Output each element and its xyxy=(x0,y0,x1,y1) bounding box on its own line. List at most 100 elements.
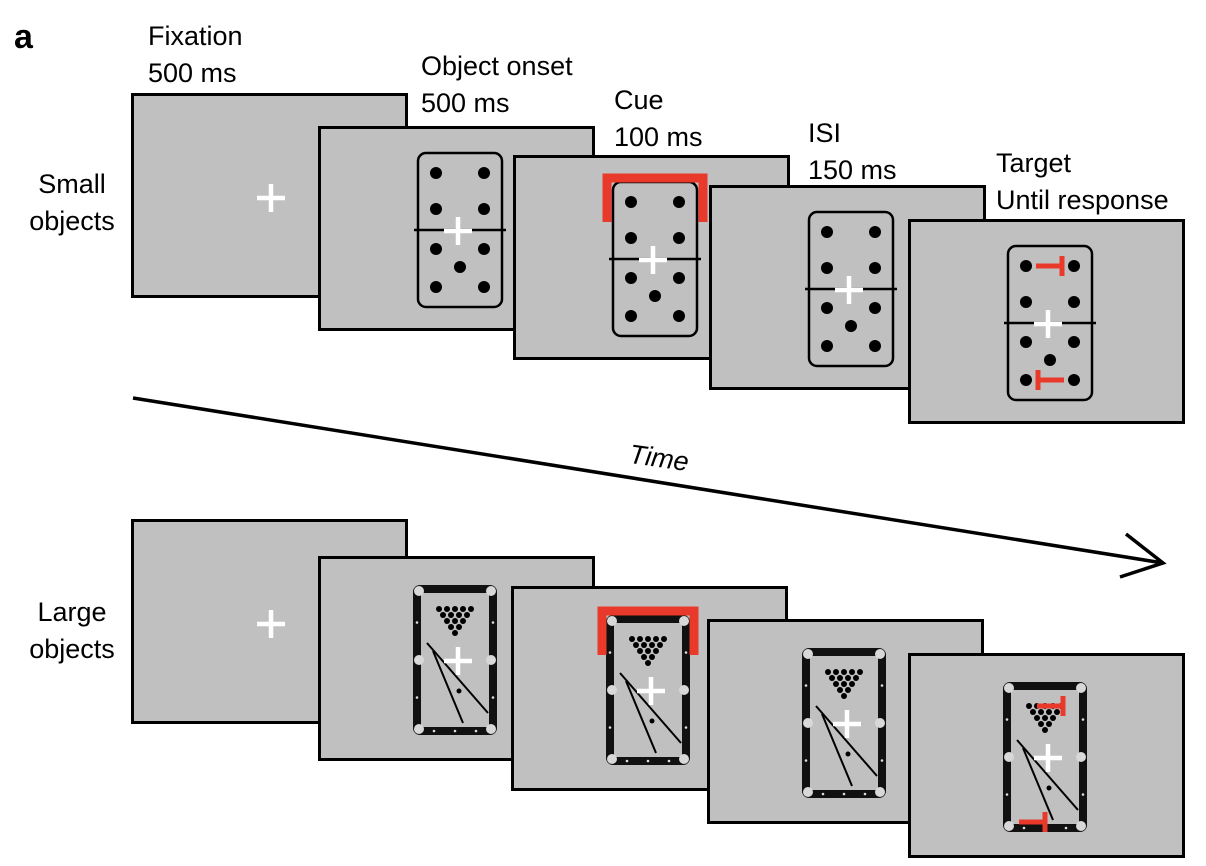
fixation-cross xyxy=(1034,310,1062,338)
pool-ball xyxy=(837,675,843,681)
stage-caption-fixation: Fixation 500 ms xyxy=(148,18,243,92)
pool-ball xyxy=(444,618,450,624)
domino-pip xyxy=(869,226,881,238)
domino-pip xyxy=(454,261,466,273)
rail-diamond xyxy=(684,726,688,729)
pool-ball xyxy=(444,606,450,612)
pool-ball xyxy=(825,669,831,675)
pool-pocket xyxy=(803,787,813,797)
stimulus xyxy=(802,648,886,798)
fixation-cross xyxy=(833,710,861,738)
pool-ball xyxy=(1046,709,1052,715)
pool-ball xyxy=(464,612,470,618)
domino-pip xyxy=(430,243,442,255)
pool-cue-stick xyxy=(821,713,853,787)
row-label-line: objects xyxy=(29,634,115,664)
pool-cue-stick xyxy=(426,642,489,714)
screen-content xyxy=(413,585,497,735)
pool-ball xyxy=(468,606,474,612)
fixation-cross xyxy=(444,217,472,245)
pool-ball xyxy=(645,648,651,654)
rail-diamond xyxy=(804,721,808,725)
rail-diamond xyxy=(880,759,884,762)
fixation-cross xyxy=(835,276,863,304)
pool-pocket xyxy=(1004,683,1014,693)
pool-ball xyxy=(633,642,639,648)
pool-pocket xyxy=(486,724,496,734)
screen-large-target xyxy=(908,653,1185,858)
pool-ball xyxy=(853,675,859,681)
stimulus xyxy=(602,173,708,338)
domino-pip xyxy=(625,196,637,208)
pool-ball xyxy=(849,681,855,687)
stimulus xyxy=(413,585,497,735)
domino-pip xyxy=(673,272,685,284)
screen-content xyxy=(257,184,285,212)
pool-ball xyxy=(460,606,466,612)
rail-diamond xyxy=(1081,793,1085,796)
pool-pocket xyxy=(1076,683,1086,693)
domino-pip xyxy=(625,272,637,284)
cue-bracket xyxy=(602,173,708,222)
stimulus xyxy=(1003,682,1087,832)
stimulus xyxy=(414,151,506,309)
pool-cue-stick xyxy=(1016,739,1079,811)
pool-ball xyxy=(440,612,446,618)
pool-pocket xyxy=(679,616,689,626)
rail-diamond xyxy=(491,621,495,624)
fixation-cross xyxy=(1034,744,1062,772)
screen-content xyxy=(414,151,506,309)
rail-diamond xyxy=(1064,826,1068,830)
domino-pip xyxy=(478,167,490,179)
domino-pip xyxy=(1068,296,1080,308)
pool-ball xyxy=(1046,785,1052,791)
pool-pocket xyxy=(486,655,496,665)
target-t xyxy=(1019,812,1048,832)
stage-caption-object-onset: Object onset 500 ms xyxy=(421,48,573,122)
stimulus xyxy=(1004,244,1096,402)
rail-diamond xyxy=(804,684,808,687)
pool-pocket xyxy=(679,685,689,695)
pool-pocket xyxy=(607,685,617,695)
pool-ball xyxy=(456,624,462,630)
pool-ball xyxy=(649,654,655,660)
rail-diamond xyxy=(1081,755,1085,759)
domino-pip xyxy=(478,281,490,293)
pool-ball xyxy=(849,669,855,675)
pool-ball xyxy=(456,688,462,694)
domino-pip xyxy=(821,226,833,238)
rail-diamond xyxy=(646,759,650,763)
pool-cue-stick xyxy=(1022,747,1054,821)
pool-ball xyxy=(1046,721,1052,727)
pool-ball xyxy=(1038,709,1044,715)
target-t xyxy=(1037,696,1066,716)
stage-name: Fixation xyxy=(148,21,243,51)
pool-ball xyxy=(1050,715,1056,721)
stimulus xyxy=(805,210,897,368)
rail-diamond xyxy=(608,688,612,692)
domino-pip xyxy=(1044,354,1056,366)
stage-caption-cue: Cue 100 ms xyxy=(614,82,703,156)
rail-diamond xyxy=(1005,755,1009,759)
domino-pip xyxy=(430,167,442,179)
rail-diamond xyxy=(1022,826,1026,830)
stage-name: ISI xyxy=(808,118,842,148)
rail-diamond xyxy=(880,684,884,687)
row-label-line: Small xyxy=(38,169,106,199)
stage-name: Cue xyxy=(614,85,664,115)
time-arrow-head xyxy=(1119,532,1167,579)
pool-ball xyxy=(629,636,635,642)
domino-pip xyxy=(869,302,881,314)
pool-pocket xyxy=(486,586,496,596)
pool-pocket xyxy=(414,724,424,734)
domino-pip xyxy=(1020,374,1032,386)
pool-ball xyxy=(841,669,847,675)
domino-pip xyxy=(1020,296,1032,308)
pool-cue-stick xyxy=(815,705,878,777)
rail-diamond xyxy=(863,792,867,796)
stimulus xyxy=(597,606,699,765)
pool-pocket xyxy=(679,754,689,764)
rail-diamond xyxy=(453,729,457,733)
domino-pip xyxy=(673,196,685,208)
